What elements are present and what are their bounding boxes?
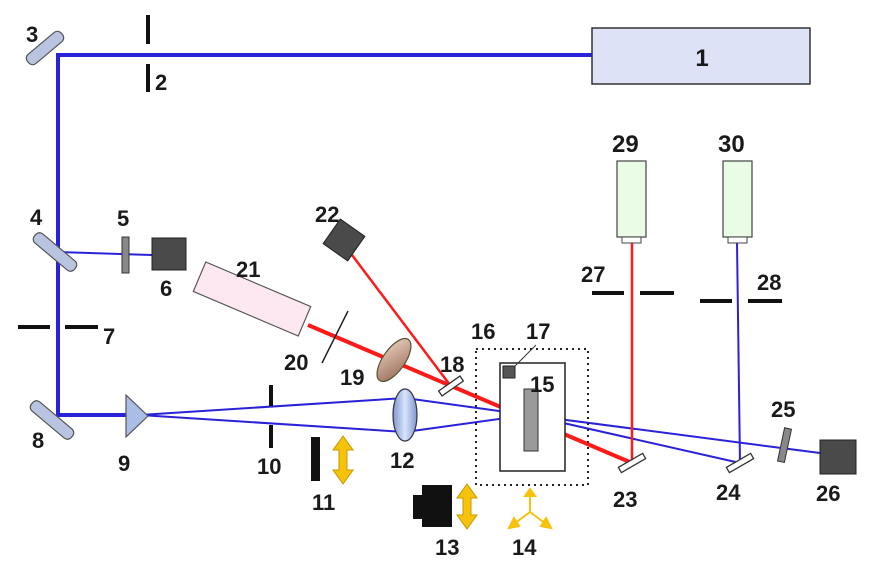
spectrometer-30 bbox=[722, 160, 753, 238]
label-11: 11 bbox=[312, 490, 335, 515]
mirror-23 bbox=[617, 452, 647, 474]
label-30: 30 bbox=[718, 131, 745, 158]
blue-beam-path bbox=[56, 53, 821, 464]
laser-source-box bbox=[591, 27, 811, 85]
label-15: 15 bbox=[530, 372, 554, 397]
label-5: 5 bbox=[117, 206, 129, 231]
label-12: 12 bbox=[390, 448, 414, 473]
label-23: 23 bbox=[613, 487, 637, 512]
label-19: 19 bbox=[340, 365, 364, 390]
label-22: 22 bbox=[315, 202, 339, 227]
label-14: 14 bbox=[512, 535, 537, 560]
label-6: 6 bbox=[160, 276, 172, 301]
label-29: 29 bbox=[612, 131, 639, 158]
label-26: 26 bbox=[816, 481, 840, 506]
red-beam-path bbox=[307, 242, 634, 465]
mirror-24 bbox=[725, 452, 755, 474]
label-18: 18 bbox=[440, 352, 464, 377]
detector-22 bbox=[322, 218, 366, 262]
camera-13 bbox=[413, 485, 452, 527]
sensor-17-leader bbox=[513, 344, 537, 368]
label-28: 28 bbox=[757, 270, 781, 295]
label-7: 7 bbox=[103, 324, 115, 349]
prism-9 bbox=[125, 393, 149, 439]
label-17: 17 bbox=[526, 319, 550, 344]
label-27: 27 bbox=[581, 262, 605, 287]
xyz-stage-arrows-14 bbox=[507, 487, 553, 530]
label-25: 25 bbox=[771, 397, 795, 422]
mirror-3 bbox=[25, 30, 65, 66]
label-1: 1 bbox=[695, 45, 708, 72]
lens-19 bbox=[376, 337, 412, 383]
mirror-4 bbox=[32, 232, 78, 272]
mirror-8 bbox=[29, 400, 75, 440]
sample-15 bbox=[523, 388, 539, 452]
label-24: 24 bbox=[716, 480, 741, 505]
window-20 bbox=[321, 310, 349, 364]
yellow-double-arrow-13 bbox=[456, 483, 478, 530]
label-8: 8 bbox=[32, 428, 44, 453]
label-4: 4 bbox=[30, 205, 43, 230]
label-9: 9 bbox=[118, 451, 130, 476]
spectrometer-30-port bbox=[727, 236, 748, 244]
blade-11 bbox=[311, 437, 320, 481]
yellow-double-arrow-11 bbox=[332, 435, 354, 485]
detector-26 bbox=[819, 439, 857, 475]
label-21: 21 bbox=[236, 257, 260, 282]
label-13: 13 bbox=[435, 535, 459, 560]
detector-6 bbox=[151, 237, 187, 271]
beamsplitter-18 bbox=[437, 375, 465, 397]
label-16: 16 bbox=[471, 319, 495, 344]
label-2: 2 bbox=[155, 70, 167, 95]
spectrometer-29 bbox=[616, 160, 647, 238]
filter-25 bbox=[776, 427, 793, 464]
sensor-17 bbox=[502, 365, 516, 379]
label-3: 3 bbox=[26, 22, 38, 47]
red-laser-21 bbox=[192, 261, 312, 337]
spectrometer-29-port bbox=[621, 236, 642, 244]
lens-12 bbox=[392, 388, 418, 442]
label-20: 20 bbox=[284, 350, 308, 375]
label-10: 10 bbox=[257, 454, 281, 479]
filter-5 bbox=[121, 236, 130, 274]
